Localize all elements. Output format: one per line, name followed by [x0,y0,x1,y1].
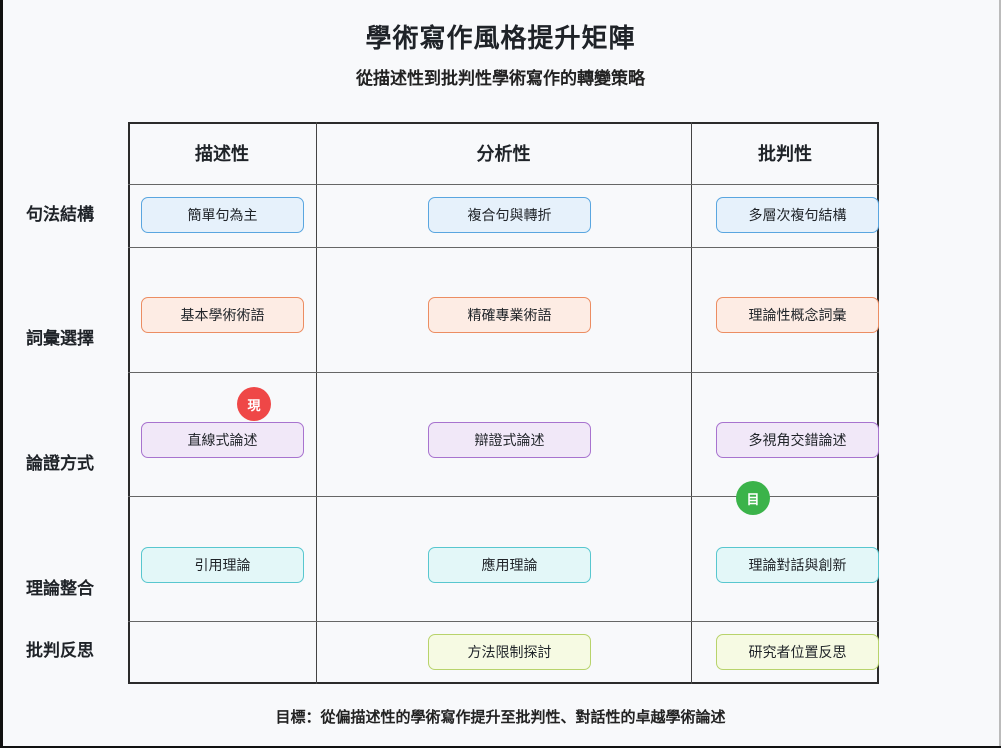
cell-theory-descriptive: 引用理論 [141,547,304,583]
cell-theory-critical: 理論對話與創新 [716,547,879,583]
row-divider [128,496,879,497]
row-label-vocabulary: 詞彙選擇 [26,329,94,349]
cell-theory-analytical: 應用理論 [428,547,591,583]
row-label-argumentation: 論證方式 [26,454,94,474]
column-divider [316,122,317,684]
diagram-subtitle: 從描述性到批判性學術寫作的轉變策略 [356,69,645,89]
cell-reflection-analytical: 方法限制探討 [428,634,591,670]
cell-argumentation-descriptive: 直線式論述 [141,422,304,458]
diagram-title: 學術寫作風格提升矩陣 [365,24,636,54]
cell-vocabulary-critical: 理論性概念詞彙 [716,297,879,333]
column-header-critical: 批判性 [758,144,812,165]
cell-argumentation-analytical: 辯證式論述 [428,422,591,458]
column-header-descriptive: 描述性 [195,144,249,165]
frame-left-edge [0,0,3,748]
frame-right-edge [999,0,1001,748]
cell-vocabulary-descriptive: 基本學術術語 [141,297,304,333]
frame-bottom-edge [0,746,1001,748]
row-label-theory-integration: 理論整合 [26,579,94,599]
column-divider [691,122,692,684]
row-label-syntax: 句法結構 [26,205,94,225]
cell-syntax-descriptive: 簡單句為主 [141,197,304,233]
column-header-analytical: 分析性 [476,144,531,165]
row-label-critical-reflection: 批判反思 [26,641,94,661]
matrix-grid [128,122,879,684]
footer-goal-text: 目標：從偏描述性的學術寫作提升至批判性、對話性的卓越學術論述 [275,708,726,726]
row-divider [128,184,879,185]
target-position-marker: 目 [736,481,770,515]
cell-syntax-critical: 多層次複句結構 [716,197,879,233]
row-divider [128,372,879,373]
current-position-marker: 現 [237,387,271,421]
cell-vocabulary-analytical: 精確專業術語 [428,297,591,333]
cell-argumentation-critical: 多視角交錯論述 [716,422,879,458]
cell-syntax-analytical: 複合句與轉折 [428,197,591,233]
row-divider [128,247,879,248]
row-divider [128,621,879,622]
cell-reflection-critical: 研究者位置反思 [716,634,879,670]
